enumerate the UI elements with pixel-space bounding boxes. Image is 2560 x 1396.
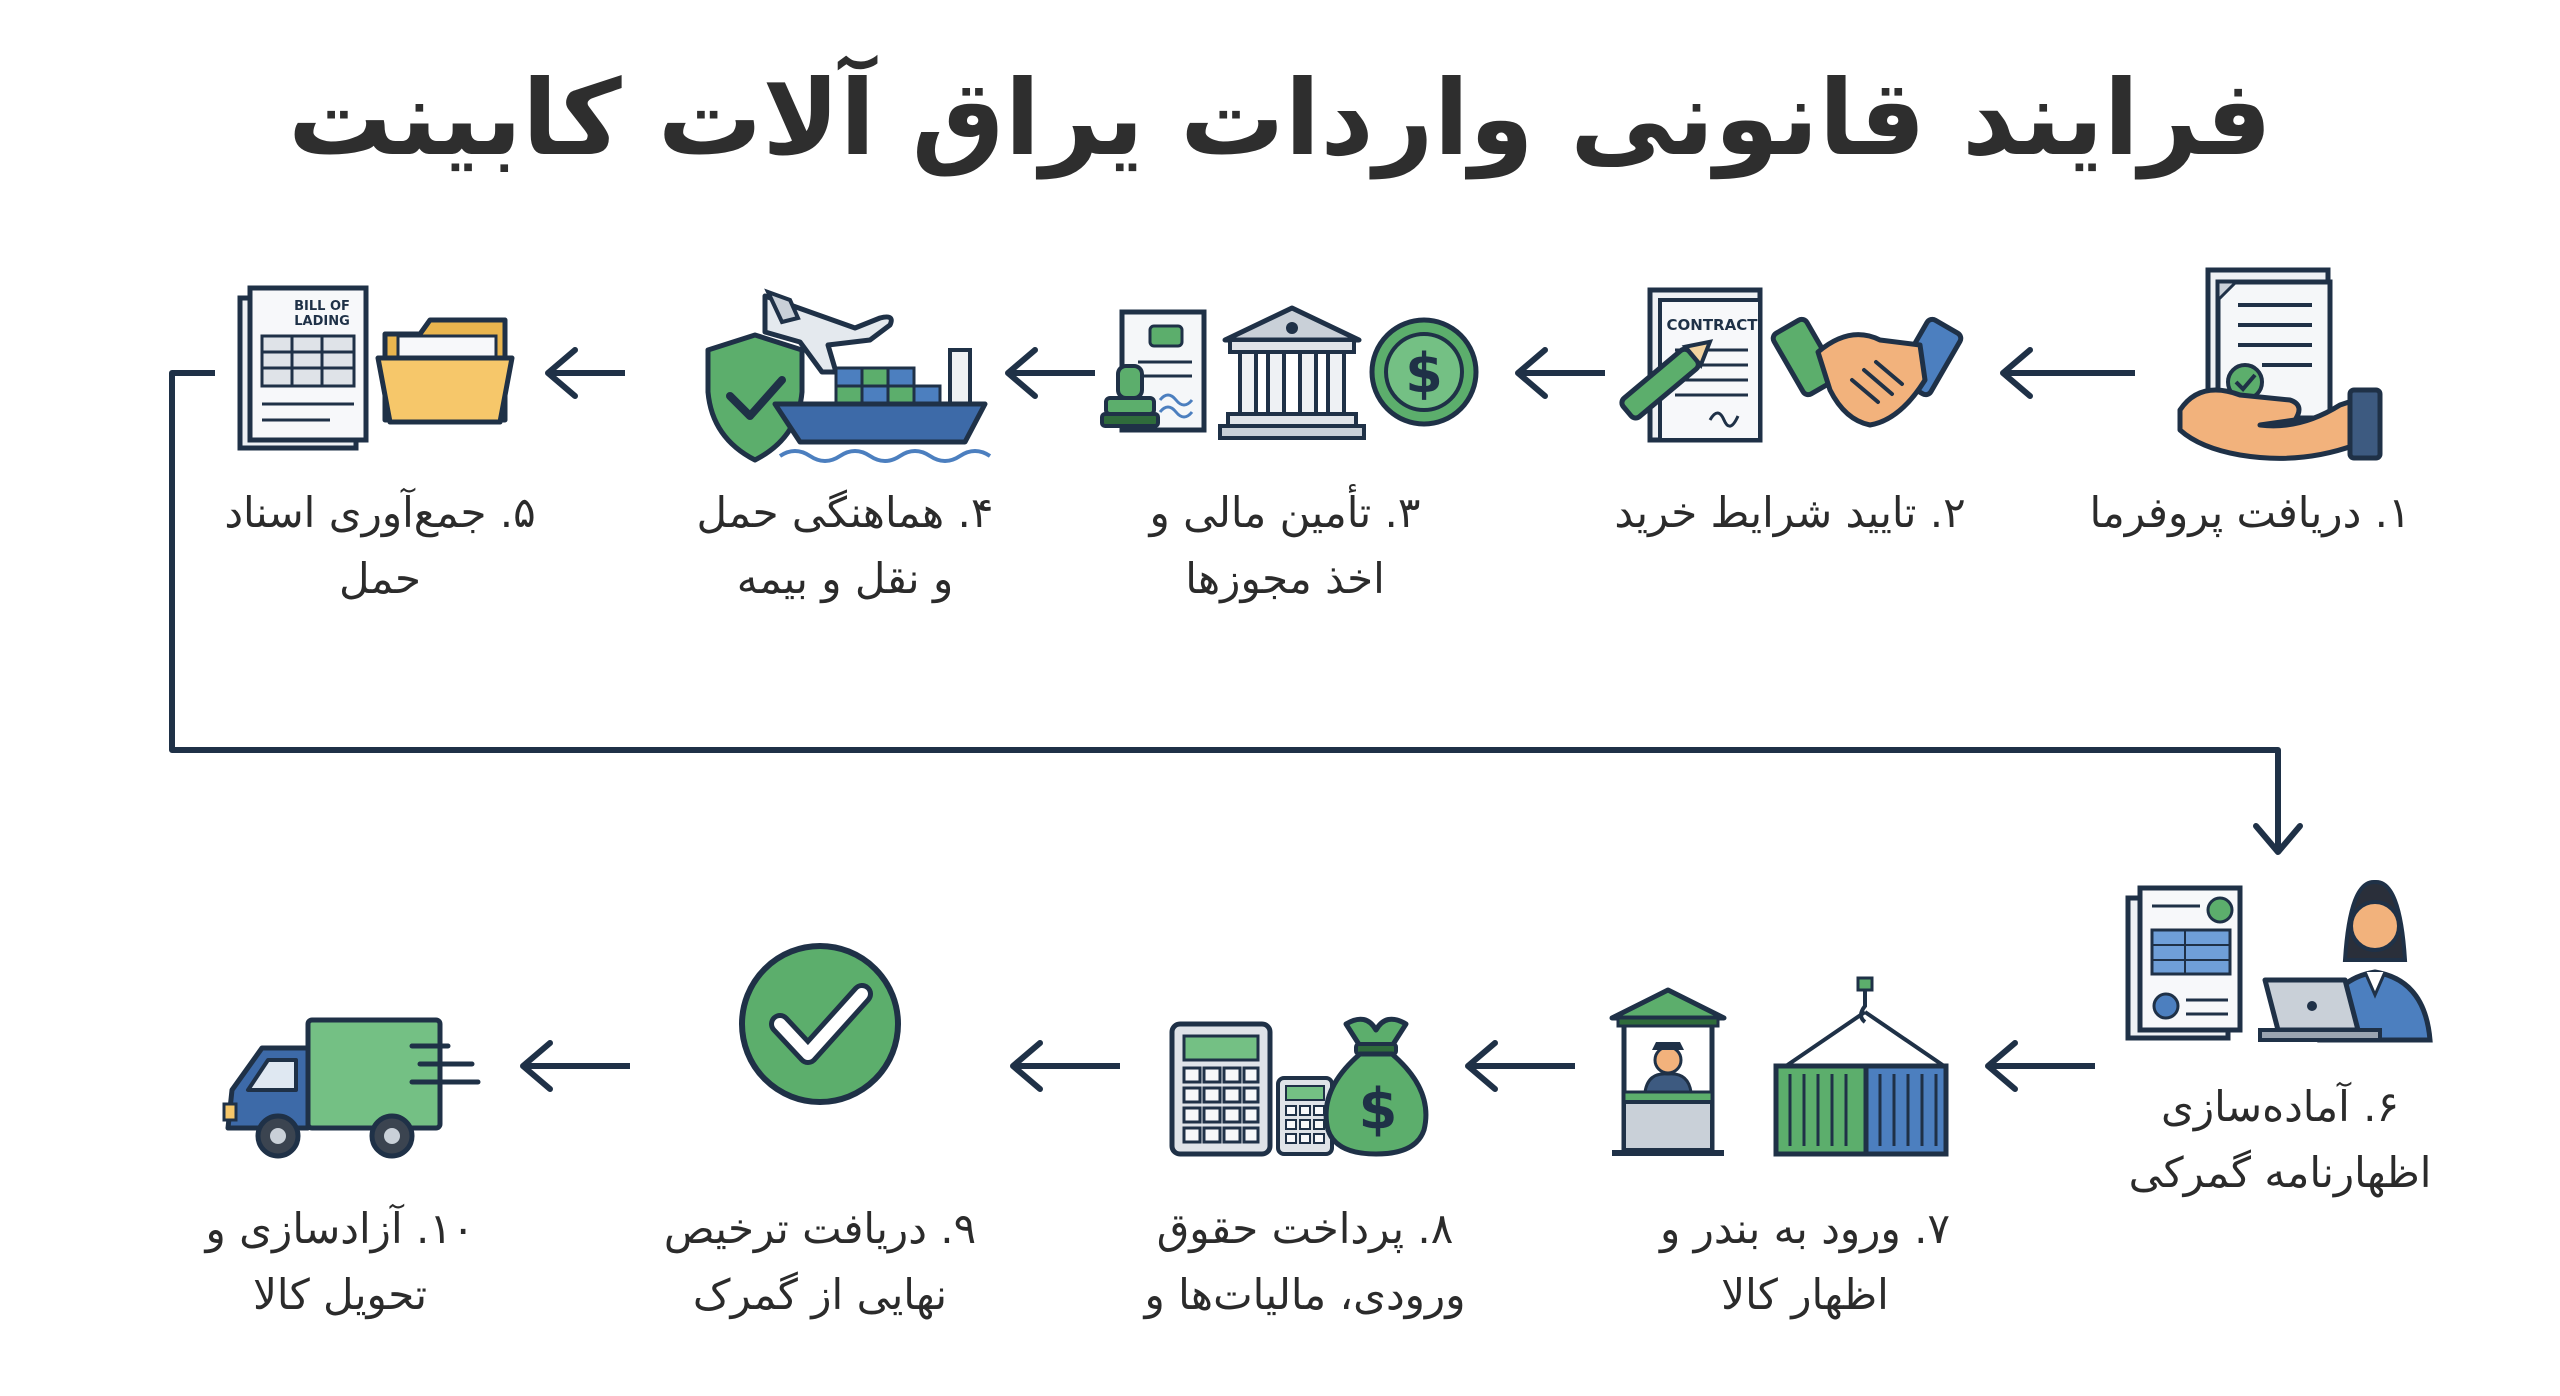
step-9-line-2: نهایی از گمرک bbox=[692, 1270, 948, 1319]
step-6-line-1: ۶. آماده‌سازی bbox=[2160, 1082, 2400, 1131]
step-1-label: ۱. دریافت پروفرما bbox=[2085, 480, 2415, 546]
step-8-line-2: ورودی، مالیات‌ها و bbox=[1144, 1270, 1466, 1319]
money-bag-icon: $ bbox=[1323, 1016, 1429, 1157]
flow-arrow-9-10 bbox=[520, 1040, 630, 1092]
step-6-label: ۶. آماده‌سازی اظهارنامه گمرکی bbox=[2110, 1074, 2450, 1206]
flow-arrow-1-2 bbox=[2000, 347, 2135, 399]
svg-text:$: $ bbox=[1359, 1077, 1398, 1142]
hand-icon bbox=[2177, 387, 2383, 461]
container-crane-icon bbox=[1773, 976, 1949, 1157]
step-4-line-2: و نقل و بیمه bbox=[736, 554, 954, 603]
contract-icon: CONTRACT bbox=[1619, 287, 1763, 443]
step-3-label: ۳. تأمین مالی و اخذ مجوزها bbox=[1100, 480, 1470, 612]
step-1-line-1: ۱. دریافت پروفرما bbox=[2089, 488, 2411, 537]
bank-icon bbox=[1218, 305, 1366, 440]
step-9-label: ۹. دریافت ترخیص نهایی از گمرک bbox=[630, 1196, 1010, 1328]
shield-check-icon bbox=[705, 332, 805, 463]
step-2-label: ۲. تایید شرایط خرید bbox=[1590, 480, 1990, 546]
step-2-line-1: ۲. تایید شرایط خرید bbox=[1614, 488, 1966, 537]
step-4-line-1: ۴. هماهنگی حمل bbox=[696, 488, 994, 537]
step-3-line-1: ۳. تأمین مالی و bbox=[1149, 488, 1421, 537]
step-5-line-2: حمل bbox=[338, 554, 422, 603]
step-6-line-2: اظهارنامه گمرکی bbox=[2128, 1148, 2432, 1197]
bill-of-lading-icon: BILL OF LADING bbox=[237, 285, 369, 451]
bill-of-lading-text-2: LADING bbox=[294, 314, 350, 329]
contract-text: CONTRACT bbox=[1667, 316, 1759, 334]
declaration-form-icon bbox=[2125, 885, 2243, 1041]
flow-arrow-7-8 bbox=[1465, 1040, 1575, 1092]
customs-booth-icon bbox=[1609, 987, 1727, 1156]
svg-text:$: $ bbox=[1405, 342, 1443, 405]
step-8-label: ۸. پرداخت حقوق ورودی، مالیات‌ها و bbox=[1105, 1196, 1505, 1328]
handshake-icon bbox=[1770, 316, 1964, 428]
step-10-label: ۱۰. آزادسازی و تحویل کالا bbox=[170, 1196, 510, 1328]
flow-arrow-8-9 bbox=[1010, 1040, 1120, 1092]
step-7-label: ۷. ورود به بندر و اظهار کالا bbox=[1620, 1196, 1990, 1328]
officer-laptop-icon bbox=[2258, 880, 2433, 1043]
license-stamp-icon bbox=[1100, 309, 1207, 433]
step-8-line-1: ۸. پرداخت حقوق bbox=[1156, 1204, 1454, 1253]
check-circle-icon bbox=[739, 943, 901, 1105]
airplane-icon bbox=[762, 288, 894, 375]
step-5-line-1: ۵. جمع‌آوری اسناد bbox=[224, 488, 536, 537]
connector-5-6 bbox=[169, 370, 2303, 855]
flow-arrow-3-4 bbox=[1005, 347, 1095, 399]
step-7-line-2: اظهار کالا bbox=[1721, 1270, 1889, 1319]
step-10-line-2: تحویل کالا bbox=[252, 1270, 428, 1319]
step-7-line-1: ۷. ورود به بندر و bbox=[1659, 1204, 1951, 1253]
delivery-truck-icon bbox=[222, 1017, 481, 1159]
page-title: فرایند قانونی واردات یراق آلات کابینت bbox=[288, 57, 2272, 179]
cargo-ship-icon bbox=[772, 348, 992, 463]
step-5-label: ۵. جمع‌آوری اسناد حمل bbox=[195, 480, 565, 612]
flow-arrow-2-3 bbox=[1515, 347, 1605, 399]
step-4-label: ۴. هماهنگی حمل و نقل و بیمه bbox=[660, 480, 1030, 612]
bill-of-lading-text-1: BILL OF bbox=[294, 299, 350, 314]
step-3-line-2: اخذ مجوزها bbox=[1185, 554, 1385, 603]
calculator-icon bbox=[1169, 1021, 1334, 1157]
step-10-line-1: ۱۰. آزادسازی و bbox=[205, 1204, 475, 1253]
step-9-line-1: ۹. دریافت ترخیص bbox=[663, 1204, 977, 1253]
folder-icon bbox=[375, 317, 515, 425]
flow-arrow-4-5 bbox=[545, 347, 625, 399]
flow-arrow-6-7 bbox=[1985, 1040, 2095, 1092]
dollar-coin-icon: $ bbox=[1369, 317, 1479, 427]
